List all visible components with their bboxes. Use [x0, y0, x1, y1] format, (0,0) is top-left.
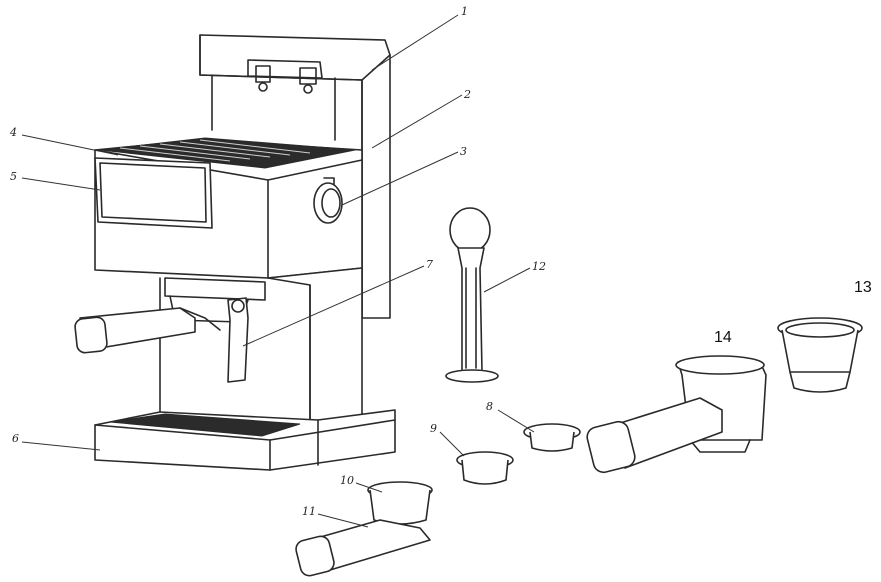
espresso-machine	[74, 34, 396, 471]
callout-14: 14	[714, 329, 732, 346]
callout-4: 4	[9, 126, 17, 139]
callout-5: 5	[10, 170, 17, 183]
callout-7: 7	[426, 258, 433, 271]
callout-9: 9	[430, 422, 437, 435]
machine-column	[159, 267, 363, 431]
drip-tray	[94, 409, 396, 471]
steam-wand	[227, 297, 249, 383]
filter-basket-8	[523, 423, 581, 452]
portafilter-mounted	[74, 307, 221, 354]
callout-12: 12	[532, 260, 546, 273]
portafilter-small	[295, 481, 433, 577]
callout-1: 1	[461, 5, 468, 18]
callout-11: 11	[302, 505, 316, 518]
callout-8: 8	[486, 400, 493, 413]
machine-body	[94, 137, 363, 279]
tamper	[445, 207, 499, 383]
filter-cup-13	[777, 317, 863, 393]
callout-labels: 1 2 3 4 5 6 7 8 9 10 11 12 13 14	[9, 5, 872, 518]
callout-10: 10	[340, 474, 354, 487]
leader-lines	[21, 14, 535, 528]
callout-6: 6	[12, 432, 19, 445]
callout-3: 3	[460, 145, 467, 158]
portafilter-large	[586, 355, 767, 474]
filter-basket-9	[456, 451, 514, 485]
callout-13: 13	[854, 279, 872, 296]
callout-2: 2	[463, 88, 471, 101]
